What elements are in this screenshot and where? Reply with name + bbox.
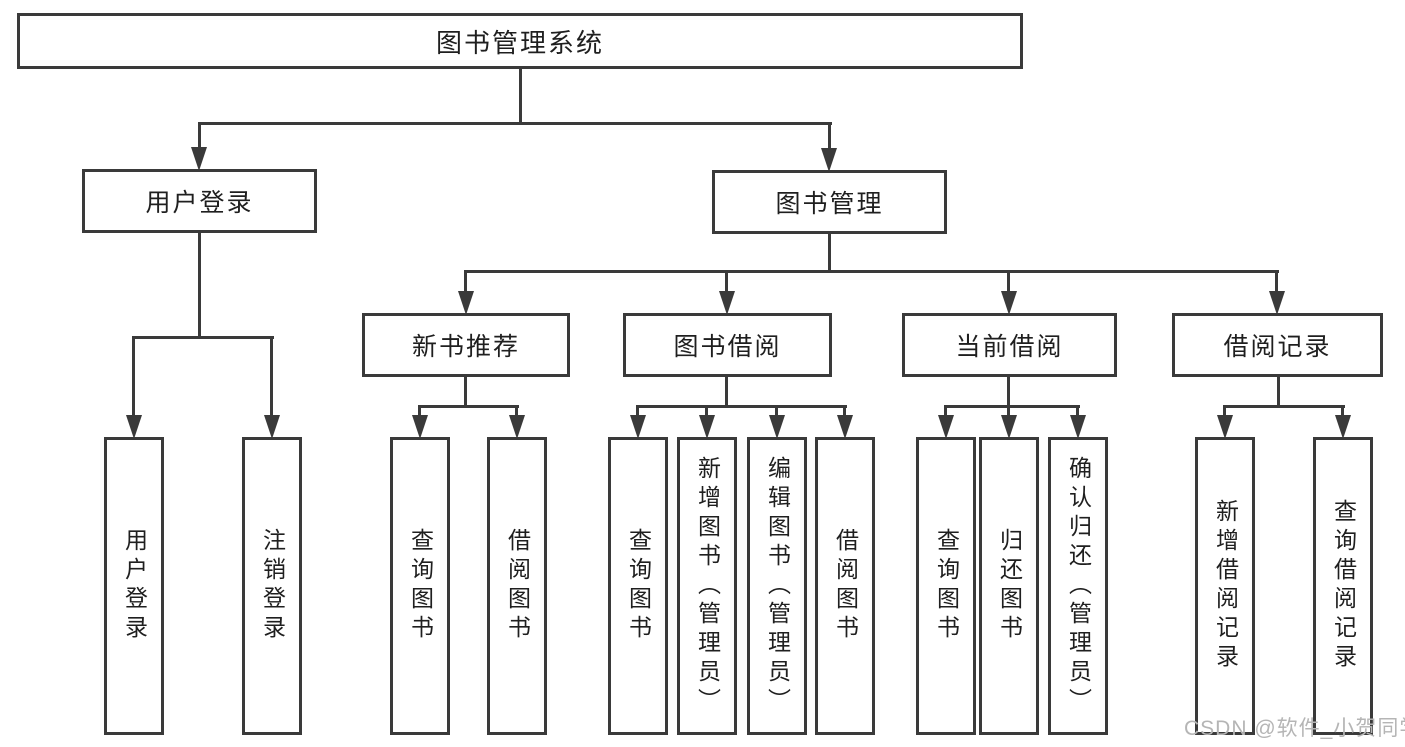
- connector-line: [725, 377, 728, 408]
- node-user-login: 用户登录: [82, 169, 317, 233]
- connector-line: [775, 405, 778, 417]
- leaf-label: 新增借阅记录: [1212, 499, 1239, 673]
- arrowhead-down-icon: [1335, 415, 1351, 439]
- arrowhead-down-icon: [938, 415, 954, 439]
- node-current-borrow: 当前借阅: [902, 313, 1117, 377]
- connector-line: [944, 405, 947, 417]
- arrowhead-down-icon: [191, 147, 207, 171]
- connector-line: [843, 405, 846, 417]
- leaf-label: 查询图书: [407, 528, 434, 644]
- connector-line: [636, 405, 847, 408]
- node-book-borrow: 图书借阅: [623, 313, 832, 377]
- connector-line: [464, 270, 467, 292]
- leaf-query-books-borrow: 查询图书: [608, 437, 668, 735]
- connector-line: [1007, 270, 1010, 292]
- connector-line: [515, 405, 518, 417]
- connector-line: [418, 405, 519, 408]
- arrowhead-down-icon: [1217, 415, 1233, 439]
- leaf-user-login: 用户登录: [104, 437, 164, 735]
- leaf-label: 注销登录: [259, 528, 286, 644]
- connector-line: [132, 336, 135, 418]
- node-label: 图书管理系统: [435, 27, 604, 58]
- arrowhead-down-icon: [509, 415, 525, 439]
- leaf-label: 借阅图书: [832, 528, 859, 644]
- leaf-borrow-books-newbooks: 借阅图书: [487, 437, 547, 735]
- arrowhead-down-icon: [1001, 291, 1017, 315]
- node-label: 图书管理: [775, 190, 884, 218]
- connector-line: [418, 405, 421, 417]
- leaf-edit-books-admin: 编辑图书（管理员）: [747, 437, 807, 735]
- arrowhead-down-icon: [769, 415, 785, 439]
- leaf-query-books-newbooks: 查询图书: [390, 437, 450, 735]
- connector-line: [1277, 377, 1280, 408]
- leaf-add-borrow-record: 新增借阅记录: [1195, 437, 1255, 735]
- connector-line: [198, 233, 201, 339]
- node-new-book-recommend: 新书推荐: [362, 313, 570, 377]
- leaf-add-books-admin: 新增图书（管理员）: [677, 437, 737, 735]
- connector-line: [132, 336, 274, 339]
- csdn-watermark: CSDN @软件_小贺同学: [1184, 717, 1405, 740]
- leaf-label: 用户登录: [121, 528, 148, 644]
- leaf-label: 新增图书（管理员）: [694, 455, 721, 717]
- leaf-confirm-return-admin: 确认归还（管理员）: [1048, 437, 1108, 735]
- connector-line: [1223, 405, 1226, 417]
- arrowhead-down-icon: [458, 291, 474, 315]
- leaf-borrow-books: 借阅图书: [815, 437, 875, 735]
- connector-line: [1007, 377, 1010, 408]
- connector-line: [705, 405, 708, 417]
- connector-line: [1275, 270, 1278, 292]
- leaf-label: 编辑图书（管理员）: [764, 455, 791, 717]
- leaf-logout: 注销登录: [242, 437, 302, 735]
- connector-line: [464, 270, 1279, 273]
- arrowhead-down-icon: [1269, 291, 1285, 315]
- node-system-root: 图书管理系统: [17, 13, 1023, 69]
- arrowhead-down-icon: [821, 148, 837, 172]
- leaf-return-books: 归还图书: [979, 437, 1039, 735]
- leaf-label: 借阅图书: [504, 528, 531, 644]
- connector-line: [464, 377, 467, 408]
- arrowhead-down-icon: [837, 415, 853, 439]
- connector-line: [944, 405, 1080, 408]
- arrowhead-down-icon: [699, 415, 715, 439]
- arrowhead-down-icon: [630, 415, 646, 439]
- node-book-management: 图书管理: [712, 170, 947, 234]
- connector-line: [1223, 405, 1345, 408]
- node-label: 借阅记录: [1223, 333, 1332, 361]
- node-label: 当前借阅: [955, 333, 1064, 361]
- leaf-label: 查询图书: [625, 528, 652, 644]
- connector-line: [519, 69, 522, 125]
- arrowhead-down-icon: [1070, 415, 1086, 439]
- leaf-query-borrow-record: 查询借阅记录: [1313, 437, 1373, 735]
- connector-line: [198, 122, 201, 150]
- leaf-label: 确认归还（管理员）: [1065, 455, 1092, 717]
- node-label: 图书借阅: [673, 333, 782, 361]
- arrowhead-down-icon: [126, 415, 142, 439]
- connector-line: [1007, 405, 1010, 417]
- arrowhead-down-icon: [412, 415, 428, 439]
- node-borrow-records: 借阅记录: [1172, 313, 1383, 377]
- connector-line: [270, 336, 273, 418]
- connector-line: [1341, 405, 1344, 417]
- connector-line: [828, 234, 831, 273]
- connector-line: [725, 270, 728, 292]
- leaf-label: 归还图书: [996, 528, 1023, 644]
- connector-line: [198, 122, 832, 125]
- leaf-query-books-current: 查询图书: [916, 437, 976, 735]
- leaf-label: 查询图书: [933, 528, 960, 644]
- arrowhead-down-icon: [1001, 415, 1017, 439]
- node-label: 新书推荐: [411, 333, 520, 361]
- node-label: 用户登录: [145, 189, 254, 217]
- arrowhead-down-icon: [264, 415, 280, 439]
- connector-line: [636, 405, 639, 417]
- connector-line: [1076, 405, 1079, 417]
- arrowhead-down-icon: [719, 291, 735, 315]
- connector-line: [828, 122, 831, 150]
- leaf-label: 查询借阅记录: [1330, 499, 1357, 673]
